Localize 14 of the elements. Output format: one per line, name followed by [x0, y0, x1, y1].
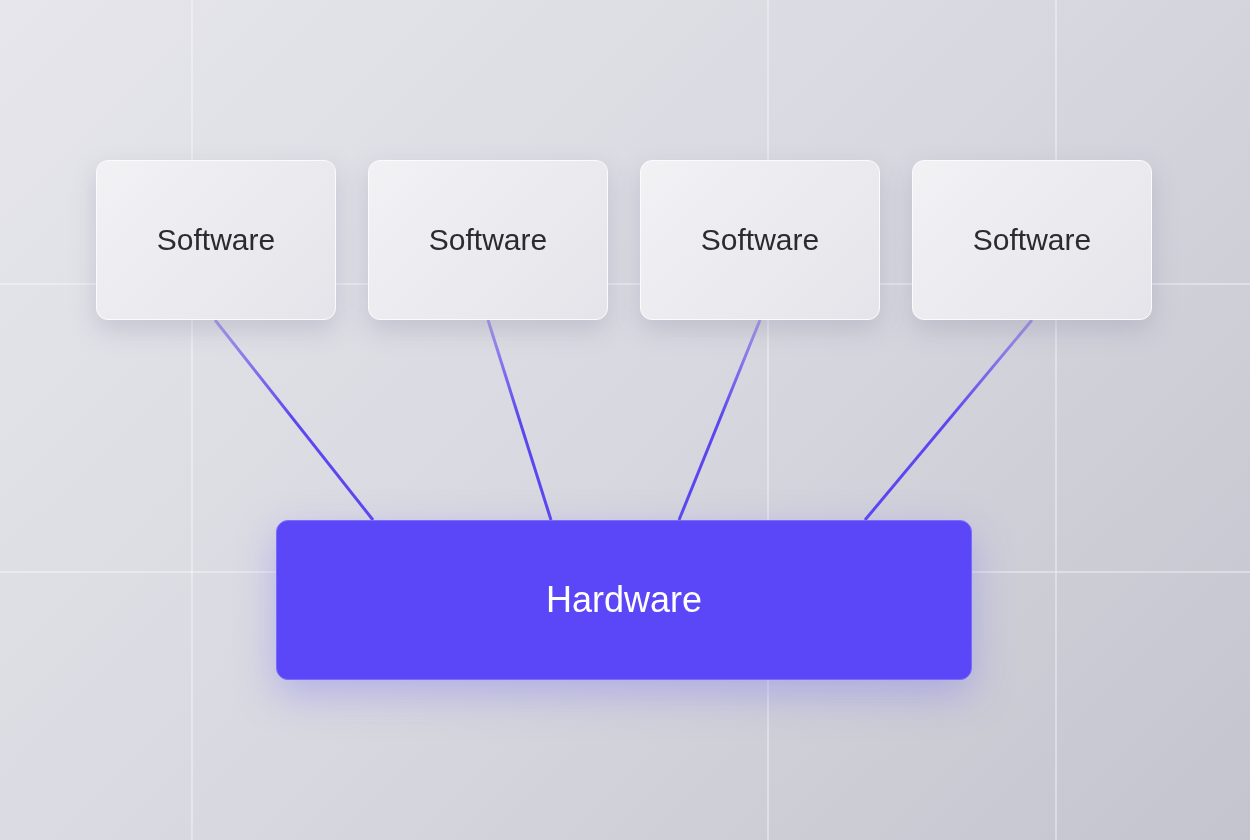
node-label: Software	[700, 223, 820, 257]
connector-line	[213, 319, 375, 521]
software-box	[640, 160, 880, 320]
hardware-box	[276, 520, 972, 680]
connector-line	[677, 319, 762, 521]
connector-line	[863, 319, 1034, 521]
connector-line	[486, 319, 553, 521]
node-label: Software	[156, 223, 276, 257]
node-label: Software	[972, 223, 1092, 257]
software-box	[96, 160, 336, 320]
node-label: Hardware	[545, 579, 703, 621]
software-box	[368, 160, 608, 320]
software-box	[912, 160, 1152, 320]
node-label: Software	[428, 223, 548, 257]
